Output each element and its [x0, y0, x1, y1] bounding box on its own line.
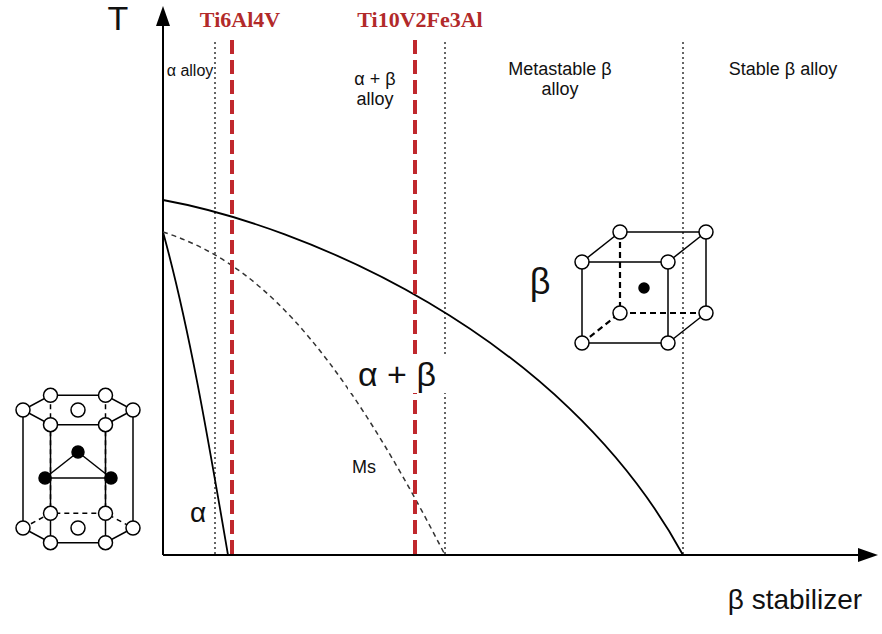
alpha-boundary [163, 232, 228, 555]
phase-label: α + β [348, 356, 446, 393]
region-label: Metastable β alloy [500, 60, 620, 100]
bcc-atoms [575, 225, 713, 350]
alloy-name: Ti10V2Fe3Al [345, 8, 495, 32]
region-boundaries [215, 42, 683, 555]
alloy-name: Ti6Al4V [185, 8, 295, 32]
phase-label: β [524, 262, 556, 302]
region-label: Stable β alloy [728, 60, 838, 80]
bcc-cell [582, 232, 706, 343]
axis-title: T [98, 0, 138, 37]
ms-curve [163, 232, 445, 555]
hcp-atoms [16, 388, 140, 549]
axis-arrow [156, 6, 170, 26]
beta-transus [163, 200, 683, 555]
axes [163, 22, 862, 555]
curve-label: Ms [347, 458, 381, 478]
hcp-cell [23, 395, 133, 542]
region-label: α alloy [166, 62, 214, 80]
alloy-lines [232, 40, 415, 555]
region-label: α + β alloy [340, 70, 410, 110]
phase-label: α [187, 498, 209, 529]
axis-arrow [858, 548, 878, 562]
axis-title: β stabilizer [715, 585, 875, 616]
